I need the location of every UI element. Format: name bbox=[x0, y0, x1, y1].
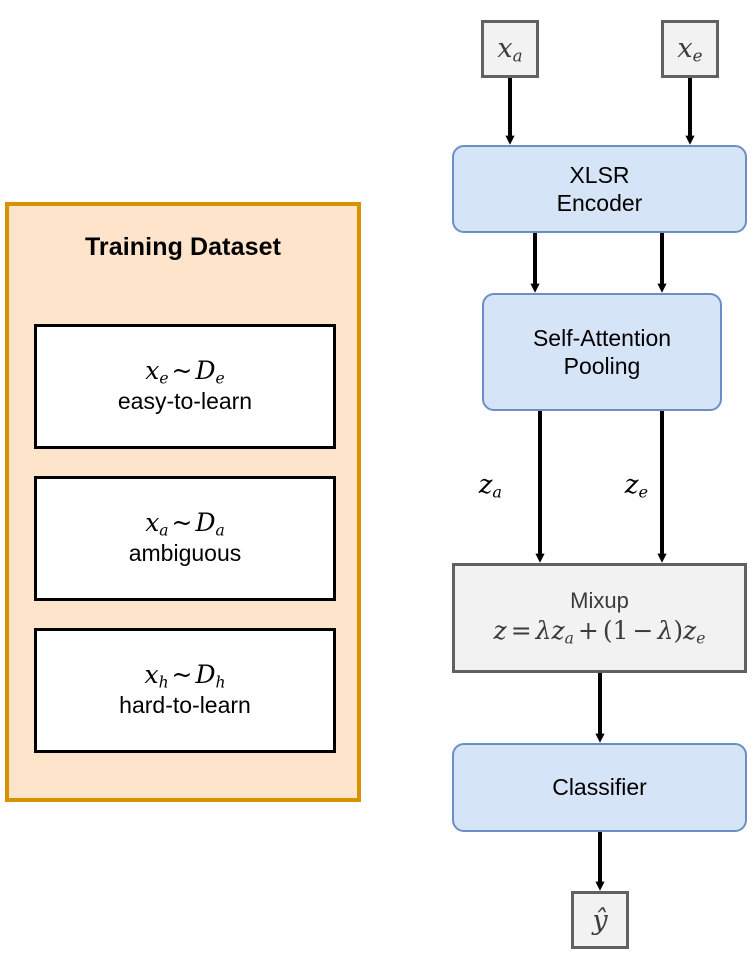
dataset-box-easy-label: easy-to-learn bbox=[117, 388, 253, 415]
dataset-easy-var: x bbox=[145, 355, 160, 385]
classifier-label: Classifier bbox=[552, 774, 647, 801]
dataset-easy-dist: D bbox=[195, 355, 216, 385]
self-attention-pooling-node: Self-Attention Pooling bbox=[482, 293, 722, 411]
latent-ze-label: ze bbox=[624, 470, 648, 502]
input-xe-math: xe bbox=[677, 32, 703, 66]
dataset-hard-dist: D bbox=[195, 659, 216, 689]
dataset-hard-var: x bbox=[144, 659, 159, 689]
input-xe-node: xe bbox=[661, 20, 719, 78]
xlsr-encoder-line2: Encoder bbox=[556, 190, 643, 216]
dataset-ambiguous-dist: D bbox=[195, 507, 216, 537]
dataset-ambiguous-var: x bbox=[145, 507, 160, 537]
training-dataset-title: Training Dataset bbox=[84, 233, 282, 261]
pooling-line2: Pooling bbox=[563, 353, 641, 379]
dataset-box-hard-math: xh~Dh bbox=[144, 659, 226, 692]
classifier-node: Classifier bbox=[452, 743, 747, 832]
output-yhat-node: ŷ bbox=[571, 891, 629, 949]
dataset-easy-dist-sub: e bbox=[215, 369, 225, 388]
dataset-hard-sim: ~ bbox=[171, 659, 193, 689]
dataset-box-easy: xe~De easy-to-learn bbox=[34, 324, 336, 449]
dataset-box-ambiguous: xa~Da ambiguous bbox=[34, 476, 336, 601]
dataset-box-easy-math: xe~De bbox=[145, 355, 225, 388]
latent-za-label: za bbox=[478, 470, 502, 502]
dataset-box-hard: xh~Dh hard-to-learn bbox=[34, 628, 336, 753]
dataset-hard-var-sub: h bbox=[158, 673, 169, 692]
xlsr-encoder-node: XLSR Encoder bbox=[452, 145, 747, 233]
dataset-easy-sim: ~ bbox=[171, 355, 193, 385]
dataset-easy-var-sub: e bbox=[159, 369, 169, 388]
dataset-hard-dist-sub: h bbox=[215, 673, 226, 692]
dataset-box-hard-label: hard-to-learn bbox=[119, 692, 251, 719]
mixup-formula: z=λza+(1−λ)ze bbox=[493, 616, 706, 648]
dataset-box-ambiguous-math: xa~Da bbox=[145, 507, 225, 540]
dataset-ambiguous-var-sub: a bbox=[159, 521, 169, 540]
output-yhat-math: ŷ bbox=[592, 904, 608, 936]
mixup-node: Mixup z=λza+(1−λ)ze bbox=[452, 563, 747, 673]
input-xa-math: xa bbox=[497, 32, 523, 66]
pooling-line1: Self-Attention bbox=[532, 324, 672, 351]
dataset-ambiguous-dist-sub: a bbox=[215, 521, 225, 540]
dataset-box-ambiguous-label: ambiguous bbox=[128, 540, 242, 567]
dataset-ambiguous-sim: ~ bbox=[171, 507, 193, 537]
mixup-title: Mixup bbox=[570, 588, 629, 614]
training-dataset-panel: Training Dataset xe~De easy-to-learn xa~… bbox=[5, 202, 361, 802]
input-xa-node: xa bbox=[481, 20, 539, 78]
xlsr-encoder-line1: XLSR bbox=[569, 161, 630, 188]
